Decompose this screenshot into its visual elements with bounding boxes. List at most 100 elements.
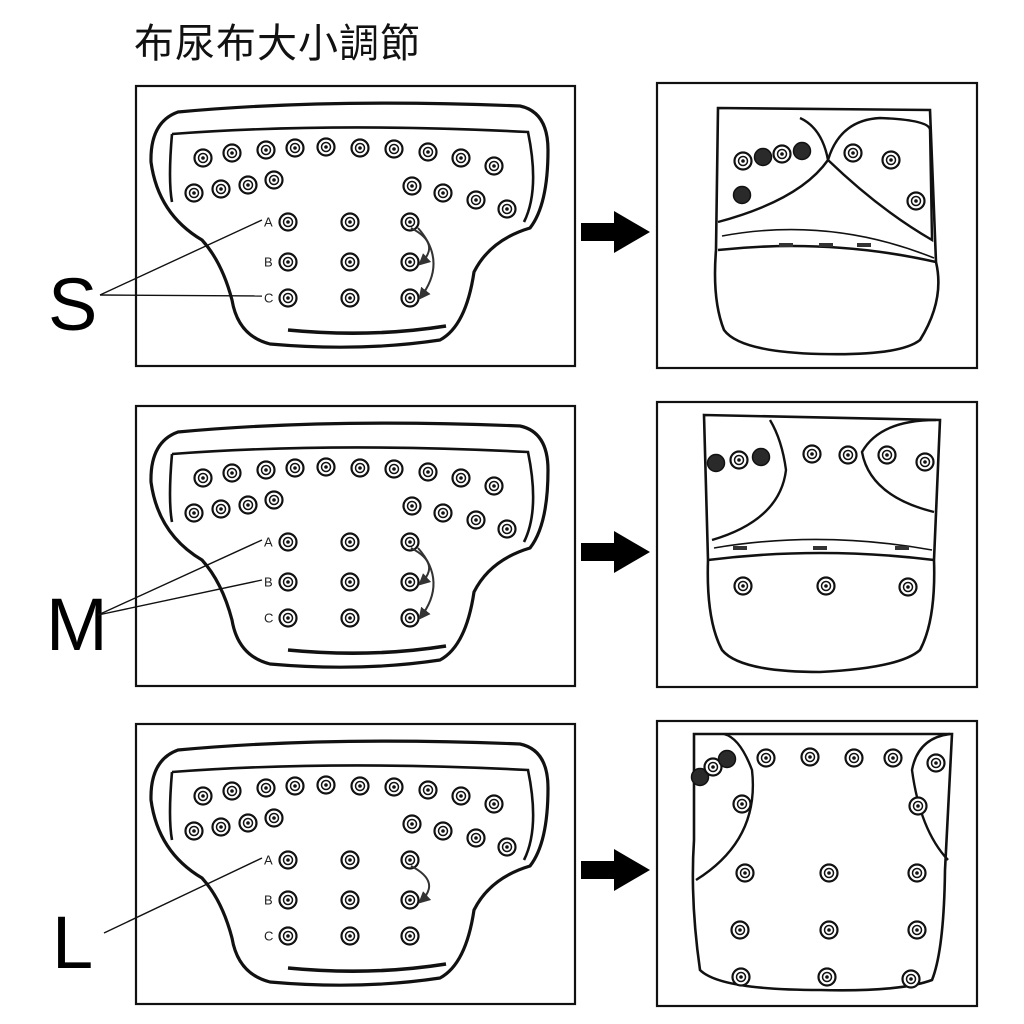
- rise-snap-hidden: [895, 546, 909, 550]
- wing-snap: [466, 828, 486, 848]
- snap-button: [898, 577, 918, 597]
- wing-snap: [285, 458, 305, 478]
- snap-button: [732, 794, 752, 814]
- snap-button: [906, 191, 926, 211]
- wing-snap: [264, 808, 284, 828]
- unfolded-diaper: ABC: [149, 421, 550, 669]
- snap-button: [819, 863, 839, 883]
- wing-snap: [350, 776, 370, 796]
- snap-button-fastened: [732, 185, 752, 205]
- wing-snap: [384, 777, 404, 797]
- wing-snap: [184, 503, 204, 523]
- unfolded-diaper: ABC: [149, 101, 550, 349]
- rise-snap-hidden: [857, 243, 871, 247]
- rise-snap: [400, 532, 420, 552]
- diaper-inner-outline: [171, 446, 535, 543]
- snap-button: [730, 920, 750, 940]
- size-letter: L: [52, 901, 93, 984]
- rise-snap: [400, 608, 420, 628]
- wing-snap: [384, 459, 404, 479]
- folded-diaper: [690, 732, 954, 992]
- snap-button: [756, 748, 776, 768]
- snap-button: [844, 748, 864, 768]
- rise-snap: [278, 850, 298, 870]
- right-arrow: [581, 531, 650, 573]
- snap-button: [908, 796, 928, 816]
- wing-snap: [384, 139, 404, 159]
- right-arrow: [581, 211, 650, 253]
- wing-snap: [238, 495, 258, 515]
- wing-snap: [193, 786, 213, 806]
- rise-snap: [340, 890, 360, 910]
- folded-diaper-outline: [691, 732, 954, 992]
- snap-button-fastened: [706, 453, 726, 473]
- wing-snap: [484, 476, 504, 496]
- wing-snap: [402, 176, 422, 196]
- diaper-outer-outline: [149, 421, 550, 669]
- wing-snap: [316, 137, 336, 157]
- fold-arrow: [417, 547, 435, 620]
- size-pointer-line: [97, 539, 263, 616]
- wing-snap: [316, 775, 336, 795]
- diaper-inner-outline-left: [168, 133, 174, 203]
- wing-snap: [451, 468, 471, 488]
- wing-snap: [451, 148, 471, 168]
- wing-snap: [193, 468, 213, 488]
- size-row-m: ABC M: [46, 400, 979, 689]
- rise-fold-edge: [721, 228, 935, 259]
- folded-diaper-outline: [702, 413, 942, 674]
- diaper-inner-outline: [171, 126, 535, 223]
- snap-button: [802, 444, 822, 464]
- diaper-inner-outline-left: [168, 771, 174, 841]
- wing-left: [695, 732, 755, 882]
- snap-button: [907, 920, 927, 940]
- snap-button: [843, 143, 863, 163]
- wing-snap: [211, 499, 231, 519]
- diaper-inner-outline-left: [168, 453, 174, 523]
- snap-button: [729, 450, 749, 470]
- wing-snap: [264, 170, 284, 190]
- snap-button-fastened: [690, 767, 710, 787]
- rise-snap: [278, 926, 298, 946]
- wing-right: [826, 116, 934, 243]
- snap-button-fastened: [792, 141, 812, 161]
- wing-snap: [256, 460, 276, 480]
- wing-snap: [184, 183, 204, 203]
- snap-button-fastened: [753, 147, 773, 167]
- wing-snap: [238, 813, 258, 833]
- wing-snap: [418, 462, 438, 482]
- wing-snap: [264, 490, 284, 510]
- rise-snap: [278, 532, 298, 552]
- rise-snap-label: A: [264, 215, 273, 230]
- snap-button: [733, 576, 753, 596]
- snap-button: [838, 445, 858, 465]
- rise-snap-label: B: [264, 255, 273, 270]
- fold-arrow: [410, 865, 432, 904]
- wing-snap: [256, 140, 276, 160]
- wing-snap: [350, 458, 370, 478]
- diaper-elastic-back: [287, 324, 447, 335]
- snap-button: [881, 150, 901, 170]
- snap-button: [926, 753, 946, 773]
- wing-snap: [484, 794, 504, 814]
- size-pointer-line: [97, 579, 263, 616]
- wing-snap: [184, 821, 204, 841]
- diaper-outer-outline: [149, 101, 550, 349]
- diaper-outer-outline: [149, 739, 550, 987]
- rise-snap: [340, 608, 360, 628]
- rise-snap: [340, 926, 360, 946]
- snap-button: [733, 151, 753, 171]
- wing-snap: [484, 156, 504, 176]
- wing-snap: [497, 837, 517, 857]
- wing-snap: [433, 183, 453, 203]
- wing-snap: [256, 778, 276, 798]
- diaper-inner-outline: [171, 764, 535, 861]
- wing-snap: [222, 463, 242, 483]
- rise-snap-hidden: [733, 546, 747, 550]
- size-letter: M: [46, 583, 108, 666]
- diaper-elastic-back: [287, 644, 447, 655]
- snap-button: [877, 445, 897, 465]
- folded-diaper: [713, 106, 940, 356]
- wing-snap: [350, 138, 370, 158]
